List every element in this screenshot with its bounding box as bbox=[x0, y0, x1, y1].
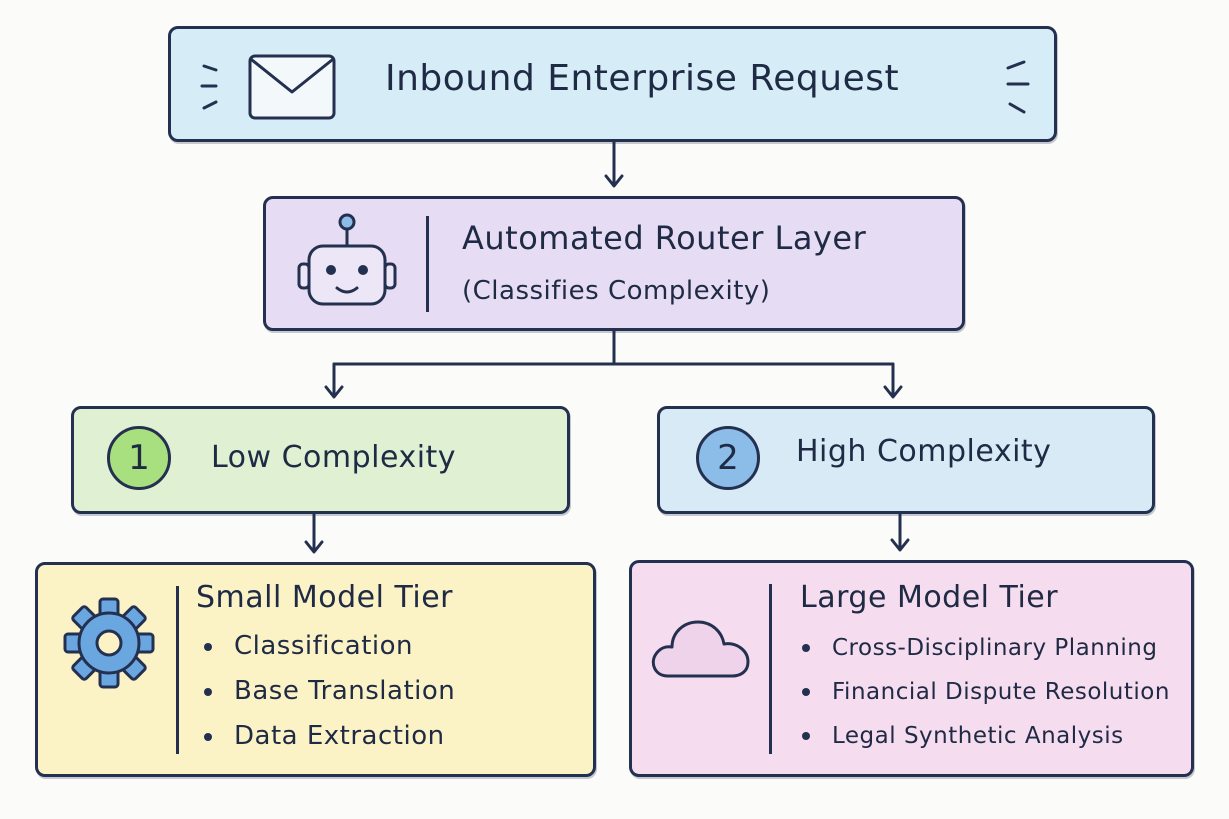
router-subtitle: (Classifies Complexity) bbox=[462, 276, 771, 306]
large-tier-title: Large Model Tier bbox=[800, 580, 1059, 615]
large-tier-divider bbox=[769, 584, 772, 754]
inbound-title: Inbound Enterprise Request bbox=[385, 58, 900, 99]
robot-icon bbox=[297, 213, 397, 306]
low-complexity-title: Low Complexity bbox=[211, 440, 457, 475]
arrow-router-split bbox=[324, 329, 903, 399]
small-tier-title: Small Model Tier bbox=[196, 580, 453, 615]
arrow-high-to-large bbox=[890, 512, 910, 552]
envelope-icon bbox=[200, 54, 336, 120]
badge-number-1: 1 bbox=[107, 426, 171, 490]
badge-number-2: 2 bbox=[696, 426, 760, 490]
router-divider bbox=[426, 216, 429, 312]
list-item: Cross-Disciplinary Planning bbox=[798, 626, 1170, 670]
cloud-icon bbox=[651, 620, 750, 678]
arrow-inbound-to-router bbox=[604, 140, 624, 188]
list-item: Classification bbox=[200, 624, 455, 669]
list-item: Base Translation bbox=[200, 669, 455, 714]
router-title: Automated Router Layer bbox=[462, 219, 867, 257]
small-tier-divider bbox=[176, 586, 179, 754]
list-item: Financial Dispute Resolution bbox=[798, 670, 1170, 714]
high-complexity-title: High Complexity bbox=[796, 434, 1052, 469]
emphasis-marks-icon bbox=[1006, 60, 1030, 114]
list-item: Data Extraction bbox=[200, 714, 455, 759]
gear-icon bbox=[63, 597, 155, 689]
large-tier-list: Cross-Disciplinary Planning Financial Di… bbox=[798, 626, 1170, 758]
small-tier-list: Classification Base Translation Data Ext… bbox=[200, 624, 455, 759]
arrow-low-to-small bbox=[304, 512, 324, 554]
list-item: Legal Synthetic Analysis bbox=[798, 714, 1170, 758]
